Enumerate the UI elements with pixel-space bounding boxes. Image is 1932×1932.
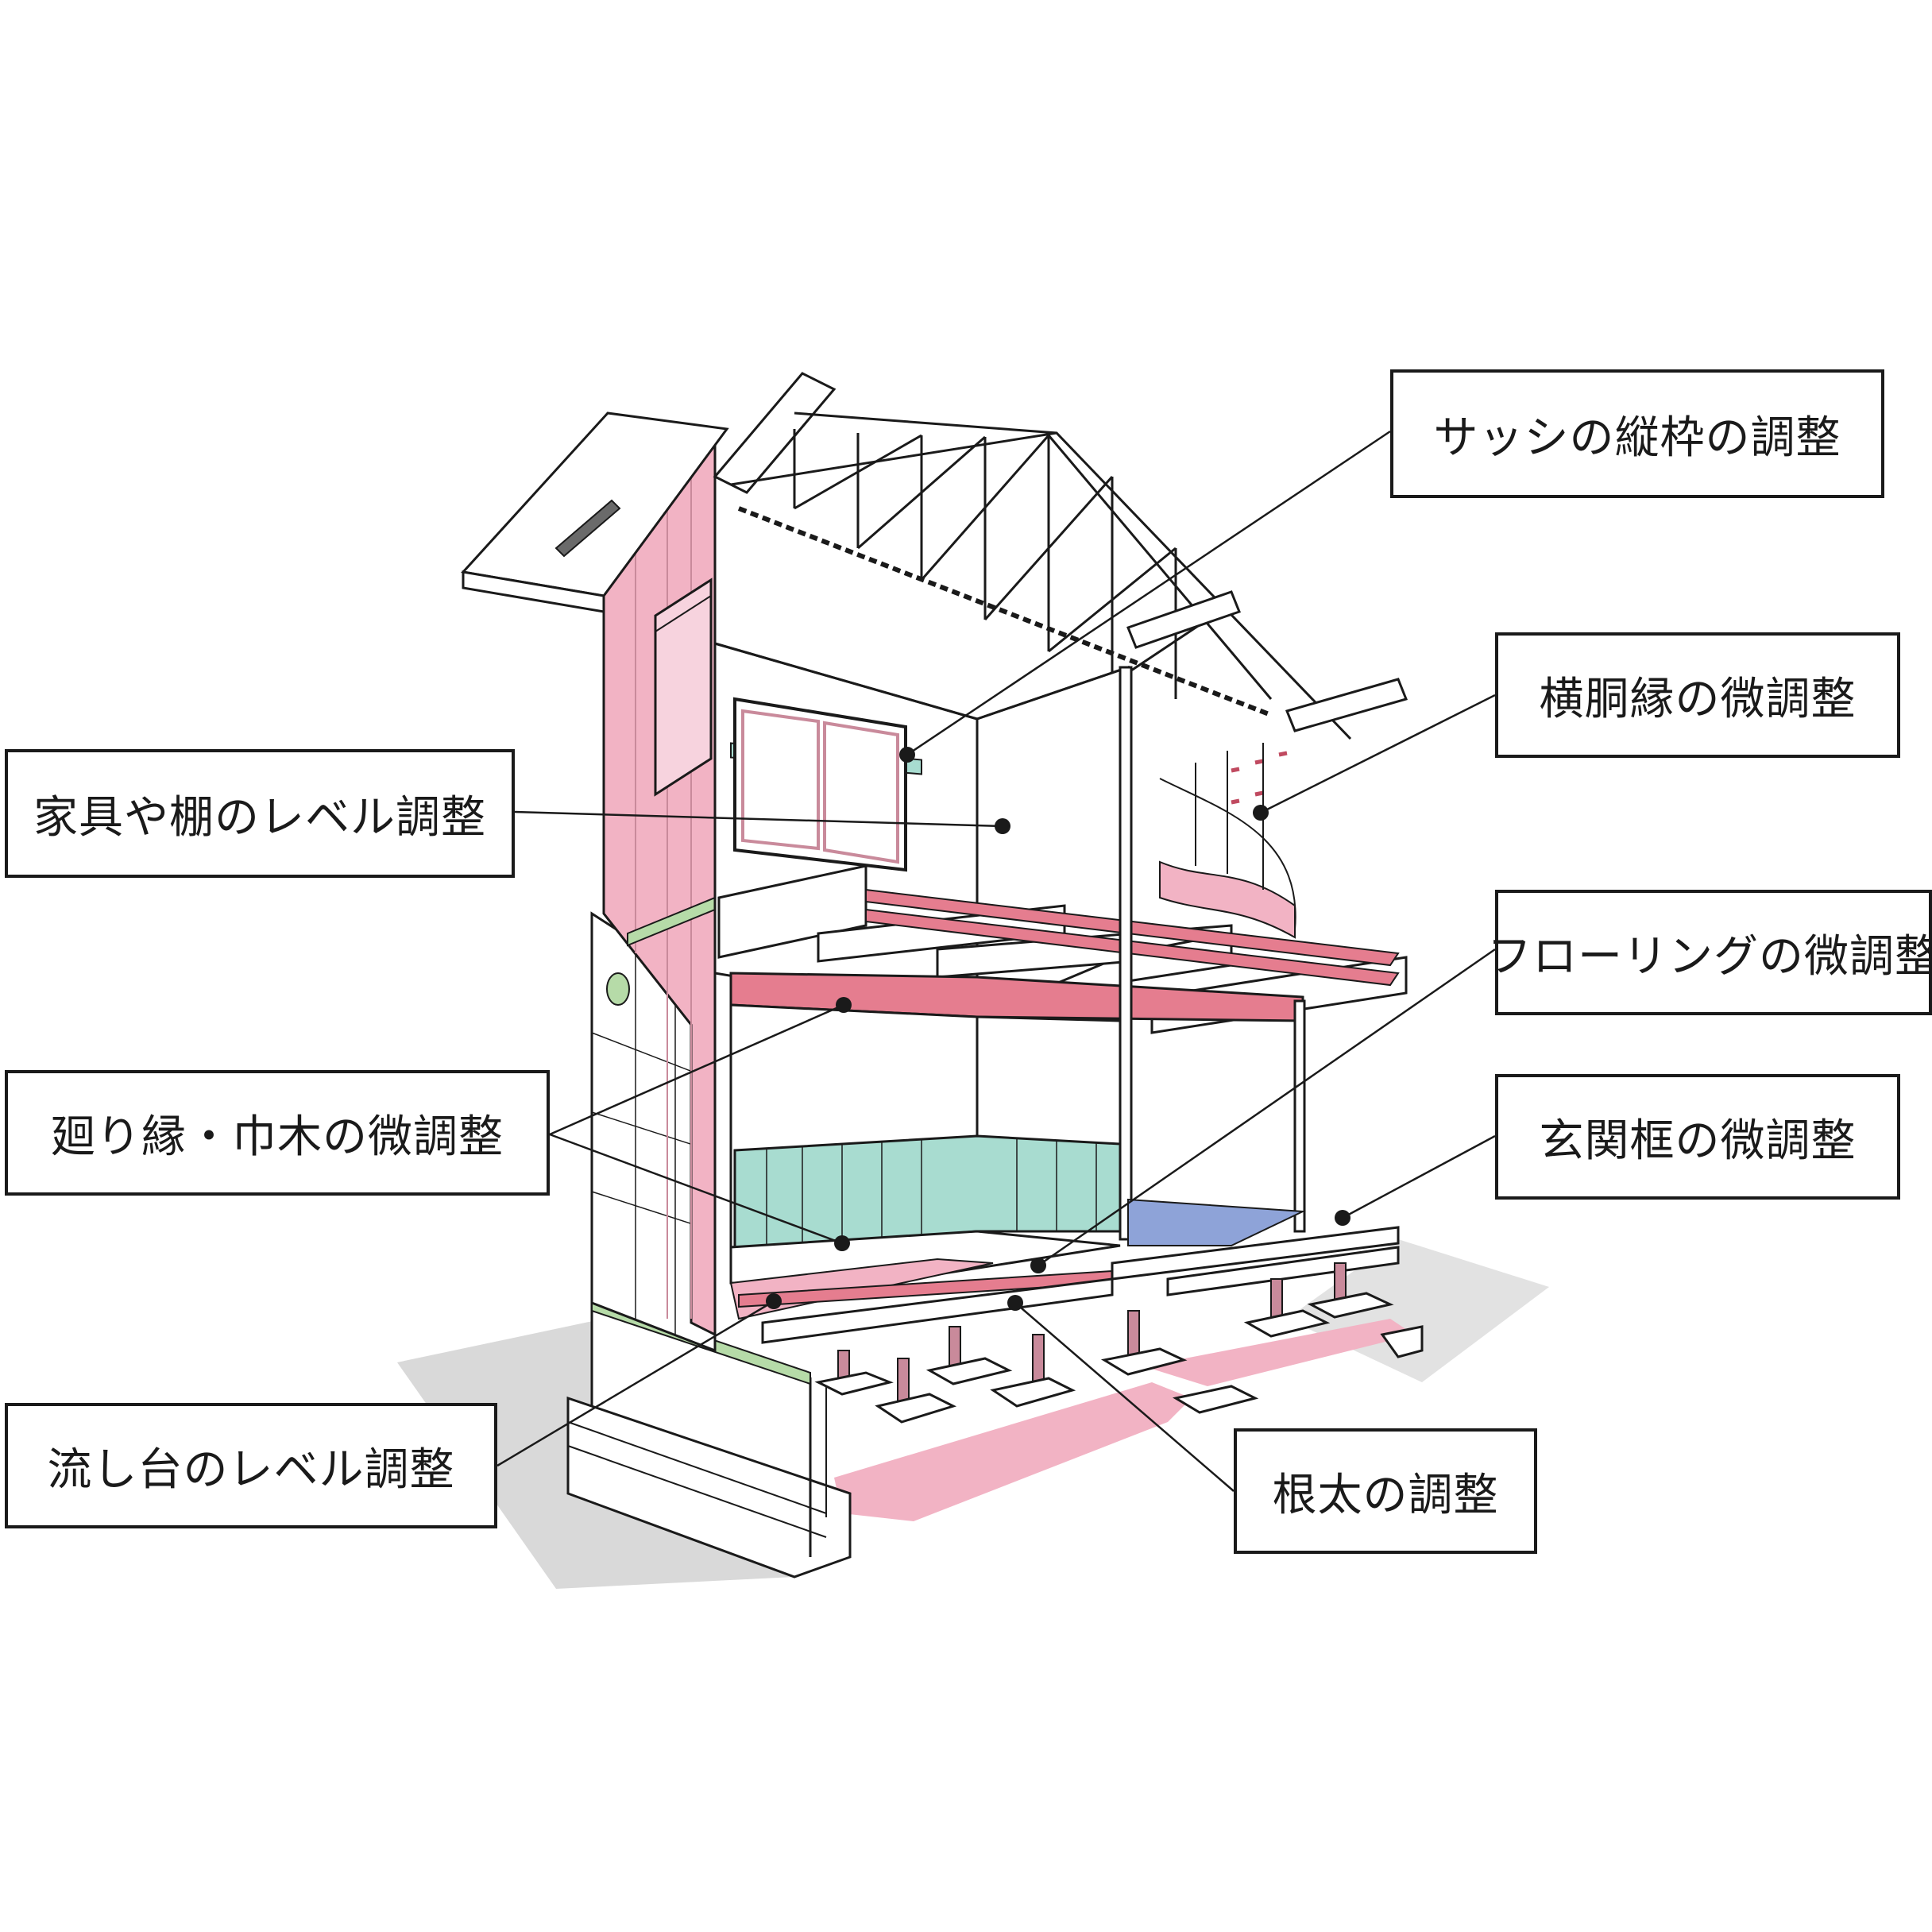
dot-flooring	[1030, 1258, 1046, 1273]
roof-vent	[554, 499, 621, 558]
floor-beam-1	[717, 864, 867, 959]
right-column	[1293, 999, 1306, 1233]
leader-mawari-1	[549, 1003, 844, 1136]
underfloor-pink-sheet	[834, 1382, 1192, 1521]
center-column	[1119, 666, 1133, 1241]
foundation-footing	[566, 1396, 852, 1578]
underfloor-pink-sheet-right	[1144, 1319, 1414, 1386]
roof-eave-front	[462, 570, 605, 613]
dot-neda	[1007, 1295, 1023, 1311]
leader-sash	[906, 430, 1391, 756]
callout-joist-label: 根太の調整	[1272, 1469, 1499, 1521]
tie-beam	[737, 506, 1273, 717]
dot-furniture	[995, 818, 1010, 834]
leader-yokodo	[1260, 694, 1496, 814]
leader-nagashi	[497, 1300, 775, 1467]
callout-sink-level: 流し台のレベル調整	[5, 1403, 497, 1528]
sleeper-1	[1111, 1226, 1400, 1281]
furring-strips	[1231, 751, 1288, 805]
wall-vent	[606, 972, 630, 1006]
callout-furniture-level-label: 家具や棚のレベル調整	[33, 791, 486, 844]
leader-flooring	[1037, 948, 1496, 1267]
floor-posts	[837, 1262, 1347, 1407]
callout-molding-baseboard-label: 廻り縁・巾木の微調整	[51, 1111, 504, 1163]
right-room-pink-sheet	[1159, 860, 1296, 939]
blue-floor-panel	[1127, 1198, 1306, 1246]
callout-sash-frame-label: サッシの縦枠の調整	[1433, 412, 1841, 464]
dot-yokodo	[1253, 805, 1269, 821]
footing-step-1	[567, 1421, 827, 1514]
sleeper-3	[1166, 1246, 1400, 1296]
dot-mawari-upper	[836, 997, 852, 1013]
dot-mawari-lower	[834, 1235, 850, 1251]
callout-sink-level-label: 流し台のレベル調整	[47, 1443, 455, 1496]
ridge-beam	[713, 372, 837, 494]
callout-flooring-label: フローリングの微調整	[1487, 930, 1932, 983]
callout-entrance-frame-label: 玄関框の微調整	[1539, 1115, 1857, 1167]
callout-sash-frame: サッシの縦枠の調整	[1390, 369, 1884, 498]
callout-flooring: フローリングの微調整	[1487, 890, 1932, 1015]
leader-furniture	[514, 810, 1003, 828]
dot-sash	[899, 747, 915, 763]
callout-horizontal-furring: 横胴縁の微調整	[1495, 632, 1900, 758]
callout-furniture-level: 家具や棚のレベル調整	[5, 749, 515, 878]
footing-step-2	[567, 1445, 827, 1538]
footing-blocks	[814, 1292, 1424, 1424]
callout-joist: 根太の調整	[1234, 1428, 1537, 1554]
roof-truss	[793, 429, 1273, 700]
leader-neda	[1014, 1302, 1235, 1492]
callout-molding-baseboard: 廻り縁・巾木の微調整	[5, 1070, 550, 1196]
callout-entrance-frame: 玄関框の微調整	[1495, 1074, 1900, 1200]
dot-nagashi	[766, 1293, 782, 1309]
dot-genkan	[1335, 1210, 1350, 1226]
side-window	[654, 578, 713, 797]
projecting-beam-right	[1285, 678, 1408, 732]
leader-mawari-2	[549, 1133, 843, 1245]
leader-genkan	[1342, 1134, 1496, 1219]
sleeper-2	[761, 1277, 1114, 1344]
callout-horizontal-furring-label: 横胴縁の微調整	[1539, 673, 1857, 725]
